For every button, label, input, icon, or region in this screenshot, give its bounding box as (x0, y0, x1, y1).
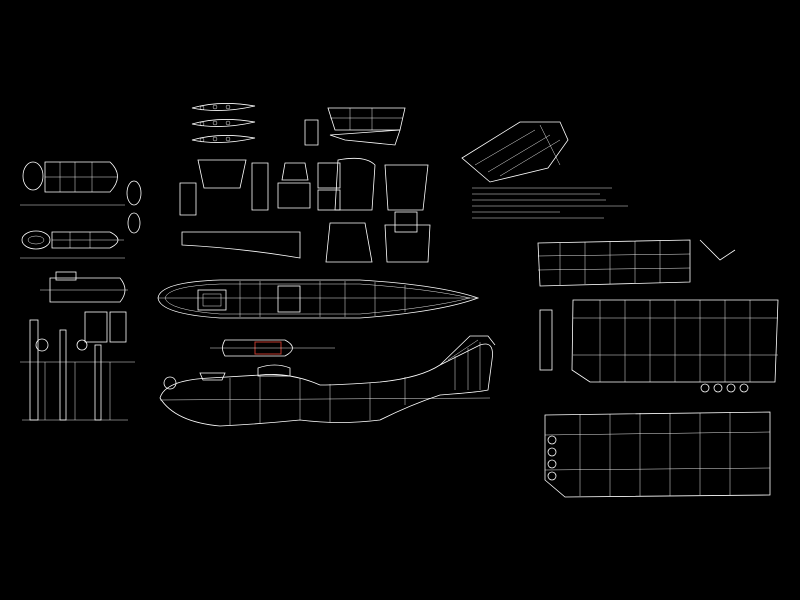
engine-mount-assembly (20, 271, 135, 421)
wing-ribs-set (191, 103, 256, 143)
fuselage-formers (179, 157, 431, 263)
wing-lower-planform (544, 411, 771, 498)
fuselage-side-view (159, 335, 496, 427)
float-side-view (20, 230, 125, 259)
fuselage-top-view (157, 279, 480, 319)
tailplane-parts (304, 107, 406, 146)
nacelle-side-view (20, 161, 142, 234)
wing-main-planform (539, 299, 779, 393)
construction-notes-block (472, 187, 628, 219)
nacelle-top-view (210, 339, 335, 357)
wing-top-planform (537, 239, 736, 287)
wing-panel-sketch (461, 121, 569, 183)
